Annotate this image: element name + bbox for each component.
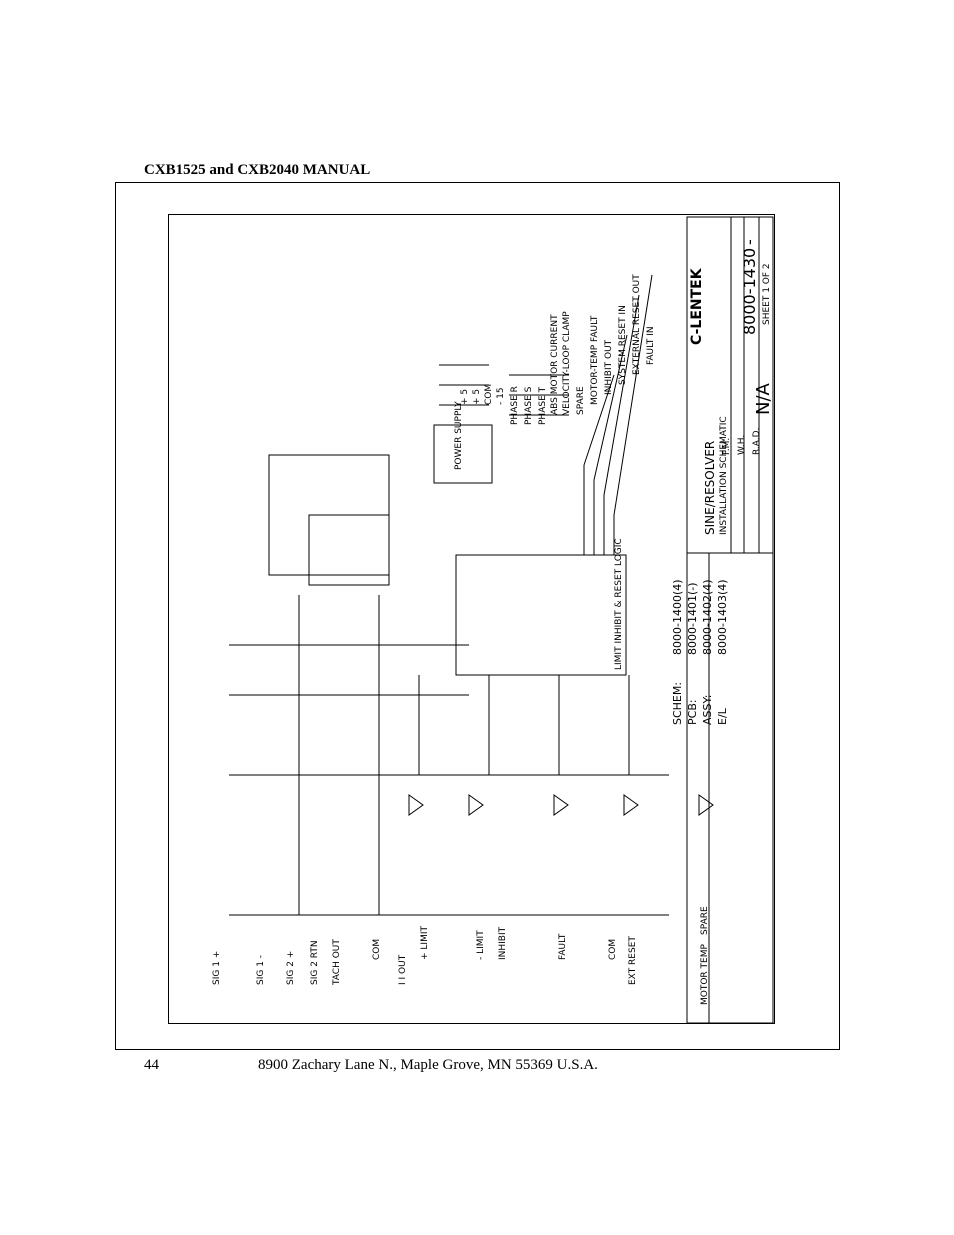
doc-ref-label: ASSY: xyxy=(701,695,714,725)
bottom-input-label: + LIMIT xyxy=(420,926,430,960)
company-logo: C-LENTEK xyxy=(689,267,705,345)
input-label: SIG 1 + xyxy=(212,951,222,985)
footer-address: 8900 Zachary Lane N., Maple Grove, MN 55… xyxy=(258,1057,598,1073)
doc-ref-value: 8000-1400(4) xyxy=(671,579,684,655)
bottom-input-label: EXT RESET xyxy=(628,936,638,985)
scale-value: N/A xyxy=(753,382,774,415)
signal-label: EXTERNAL RESET OUT xyxy=(632,274,642,375)
supply-label: + 5 xyxy=(460,389,470,405)
page-number: 44 xyxy=(144,1057,159,1073)
signal-label: PHASE R xyxy=(510,386,520,425)
bottom-input-label: INHIBIT xyxy=(498,926,508,960)
drawing-title: SINE/RESOLVER xyxy=(703,441,717,535)
input-label: SIG 2 RTN xyxy=(310,940,320,985)
doc-ref-value: 8000-1401(-) xyxy=(686,582,699,655)
bottom-input-label: - LIMIT xyxy=(476,930,486,960)
supply-label: - 15 xyxy=(496,387,506,405)
sheet-number: SHEET 1 OF 2 xyxy=(762,263,772,325)
approved-by: R.A.D. xyxy=(752,428,762,455)
bottom-input-label: COM xyxy=(608,939,618,960)
drawing-rev: - xyxy=(740,239,759,245)
schematic-drawing: SIG 1 + SIG 1 - SIG 2 + SIG 2 RTN TACH O… xyxy=(212,216,774,1023)
signal-label: FAULT IN xyxy=(646,326,656,365)
signal-label: INHIBIT OUT xyxy=(604,339,614,395)
bottom-input-label: FAULT xyxy=(558,933,568,960)
signal-label: MOTOR-TEMP FAULT xyxy=(590,315,600,405)
signal-label: ABS MOTOR CURRENT xyxy=(550,314,560,415)
input-label: TACH OUT xyxy=(332,939,342,986)
doc-ref-value: 8000-1403(4) xyxy=(716,579,729,655)
doc-ref-label: E/L xyxy=(716,707,729,725)
signal-label: PHASE T xyxy=(538,386,548,425)
input-label: SIG 1 - xyxy=(256,955,266,985)
drawing-subtitle: INSTALLATION SCHEMATIC xyxy=(719,416,729,535)
power-supply-label: POWER SUPPLY xyxy=(454,401,464,470)
page-header-title: CXB1525 and CXB2040 MANUAL xyxy=(144,162,371,178)
drawn-by: F.M. xyxy=(722,438,732,455)
input-label: COM xyxy=(372,939,382,960)
checked-by: W.H. xyxy=(737,435,747,455)
installation-schematic: SIG 1 + SIG 1 - SIG 2 + SIG 2 RTN TACH O… xyxy=(168,214,775,1024)
input-label: I I OUT xyxy=(398,954,408,985)
doc-ref-value: 8000-1402(4) xyxy=(701,579,714,655)
doc-ref-label: PCB: xyxy=(686,699,699,725)
doc-ref-label: SCHEM: xyxy=(671,682,684,725)
supply-label: COM xyxy=(484,384,494,405)
logic-block-label: LIMIT INHIBIT & RESET LOGIC xyxy=(614,538,624,670)
bottom-input-label: SPARE xyxy=(700,906,710,935)
signal-label: VELOCITY-LOOP CLAMP xyxy=(562,311,572,415)
supply-label: + 5 xyxy=(472,389,482,405)
title-block-frame xyxy=(686,216,774,1023)
signal-label: SPARE xyxy=(576,386,586,415)
drawing-number: 8000-1430 xyxy=(740,248,759,335)
figure-frame xyxy=(115,182,840,1050)
logic-block xyxy=(455,554,627,676)
bottom-input-label: MOTOR TEMP xyxy=(700,944,710,1005)
signal-label: SYSTEM RESET IN xyxy=(618,305,628,385)
signal-label: PHASE S xyxy=(524,386,534,425)
input-label: SIG 2 + xyxy=(286,951,296,985)
